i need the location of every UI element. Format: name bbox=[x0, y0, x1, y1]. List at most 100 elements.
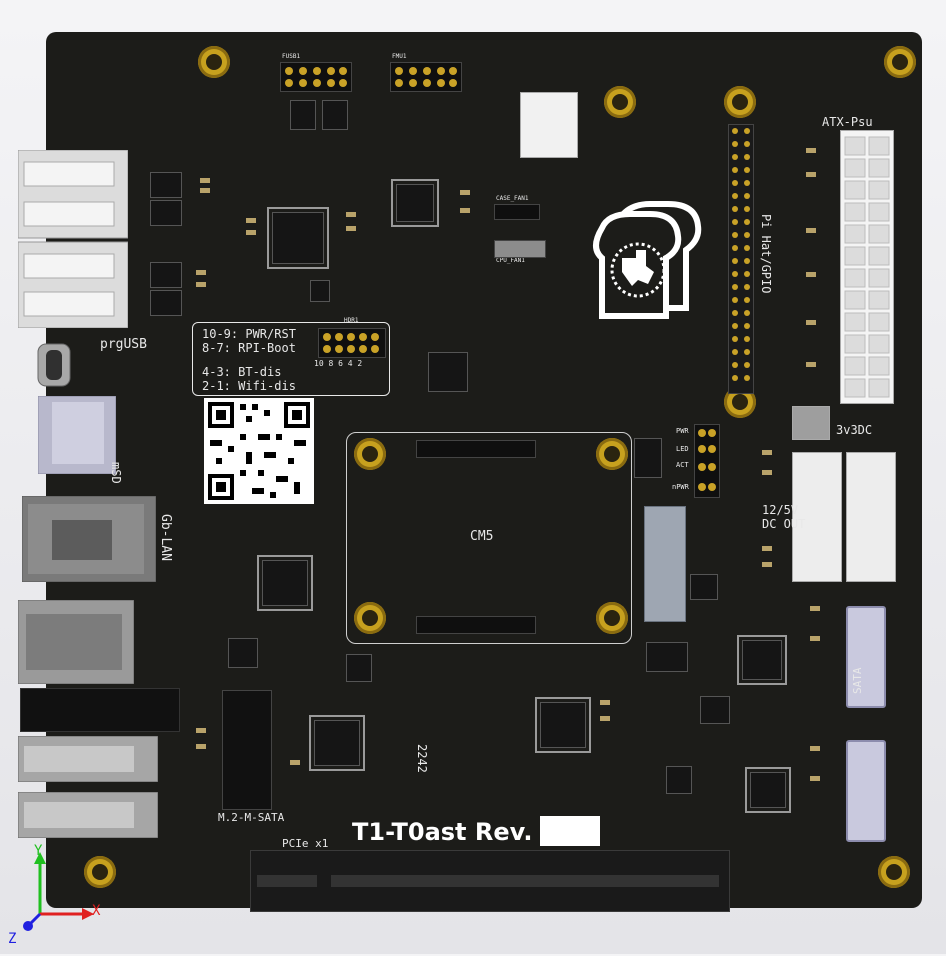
board-revision-label: T1-T0ast Rev. bbox=[352, 818, 533, 846]
mounting-hole bbox=[884, 46, 916, 78]
power-connector[interactable] bbox=[520, 92, 578, 158]
passive-component bbox=[600, 716, 610, 721]
pi-hat-label: Pi Hat/GPIO bbox=[759, 214, 773, 294]
gray-connector[interactable] bbox=[644, 506, 686, 622]
axis-z-label: Z bbox=[8, 931, 17, 947]
sata-label: SATA bbox=[851, 667, 864, 695]
fmu-label: FMU1 bbox=[392, 53, 407, 60]
usb-hub-chip bbox=[150, 262, 182, 288]
led-label-pwr: PWR bbox=[676, 427, 689, 435]
prgusb-label: prgUSB bbox=[100, 337, 147, 352]
qfp-chip bbox=[262, 560, 308, 606]
qfp-chip bbox=[540, 702, 586, 748]
passive-component bbox=[810, 606, 820, 611]
microsd-slot[interactable] bbox=[37, 395, 117, 475]
passive-component bbox=[762, 450, 772, 455]
mounting-hole bbox=[198, 46, 230, 78]
qfp-chip bbox=[742, 640, 782, 680]
usb-hub-chip bbox=[150, 290, 182, 316]
mounting-hole bbox=[84, 856, 116, 888]
dc-out-connector[interactable] bbox=[846, 452, 896, 582]
mounting-hole bbox=[354, 602, 386, 634]
inductor bbox=[428, 352, 468, 392]
qfp-chip bbox=[314, 720, 360, 766]
mounting-hole bbox=[596, 602, 628, 634]
fusb-label: FUSB1 bbox=[282, 53, 301, 60]
m2-sata-label: M.2-M-SATA bbox=[218, 811, 285, 824]
passive-component bbox=[460, 208, 470, 213]
sata-port[interactable] bbox=[846, 606, 886, 708]
axis-y-label: Y bbox=[34, 843, 43, 859]
black-connector[interactable] bbox=[20, 688, 180, 732]
3v3dc-label: 3v3DC bbox=[836, 423, 873, 437]
led-label-led: LED bbox=[676, 445, 689, 453]
pcie-x1-slot[interactable] bbox=[250, 850, 730, 912]
atx-power-connector[interactable] bbox=[840, 130, 894, 404]
led-header bbox=[694, 424, 720, 498]
cm5-connector-bottom bbox=[416, 616, 536, 634]
passive-component bbox=[806, 362, 816, 367]
fusb-header bbox=[280, 62, 352, 92]
dc-out-label-1: 12/5V bbox=[762, 503, 799, 517]
mounting-hole bbox=[354, 438, 386, 470]
qfp-chip bbox=[272, 212, 324, 264]
usb-a-port[interactable] bbox=[17, 791, 159, 839]
passive-component bbox=[246, 218, 256, 223]
gpio-header[interactable] bbox=[728, 124, 754, 394]
passive-component bbox=[810, 746, 820, 751]
inductor bbox=[646, 642, 688, 672]
passive-component bbox=[460, 190, 470, 195]
control-header[interactable] bbox=[318, 328, 386, 358]
revision-blank-box bbox=[540, 816, 600, 846]
ic-chip bbox=[690, 574, 718, 600]
usb-hub-chip bbox=[150, 172, 182, 198]
dc-out-label-2: DC OUT bbox=[762, 517, 806, 531]
dc-out-connector[interactable] bbox=[792, 452, 842, 582]
cm5-outline bbox=[346, 432, 632, 644]
passive-component bbox=[196, 728, 206, 733]
inductor bbox=[228, 638, 258, 668]
3v3-dc-connector[interactable] bbox=[792, 406, 830, 440]
passive-component bbox=[196, 270, 206, 275]
cpu-fan-label: CPU_FAN1 bbox=[496, 257, 525, 264]
note-line-3: 4-3: BT-dis bbox=[202, 365, 282, 379]
passive-component bbox=[810, 776, 820, 781]
usb-a-port[interactable] bbox=[17, 735, 159, 783]
atx-psu-label: ATX-Psu bbox=[822, 115, 873, 129]
case-fan-header[interactable] bbox=[494, 204, 540, 220]
passive-component bbox=[600, 700, 610, 705]
passive-component bbox=[196, 744, 206, 749]
led-label-npwr: nPWR bbox=[672, 483, 689, 491]
toast-logo bbox=[580, 200, 716, 320]
header-note-box bbox=[192, 322, 390, 396]
led-label-act: ACT bbox=[676, 461, 689, 469]
passive-component bbox=[246, 230, 256, 235]
axis-indicator bbox=[6, 842, 116, 952]
passive-component bbox=[806, 172, 816, 177]
sata-port[interactable] bbox=[846, 740, 886, 842]
passive-component bbox=[806, 272, 816, 277]
m2-sata-slot[interactable] bbox=[222, 690, 272, 810]
cpu-fan-header[interactable] bbox=[494, 240, 546, 258]
hdmi-port-stack[interactable] bbox=[17, 599, 135, 685]
hdr1-label: HDR1 bbox=[344, 317, 359, 324]
note-line-4: 2-1: Wifi-dis bbox=[202, 379, 296, 393]
header-pin-numbers: 10 8 6 4 2 bbox=[314, 359, 363, 368]
passive-component bbox=[200, 188, 210, 193]
passive-component bbox=[346, 212, 356, 217]
msd-label: mSD bbox=[109, 462, 123, 484]
cm5-connector-top bbox=[416, 440, 536, 458]
ethernet-port[interactable] bbox=[21, 495, 157, 583]
passive-component bbox=[810, 636, 820, 641]
passive-component bbox=[200, 178, 210, 183]
passive-component bbox=[290, 760, 300, 765]
passive-component bbox=[806, 228, 816, 233]
qfp-chip bbox=[750, 772, 786, 808]
note-line-1: 10-9: PWR/RST bbox=[202, 327, 296, 341]
usb-c-port[interactable] bbox=[36, 342, 72, 388]
qr-code bbox=[204, 398, 314, 504]
ic-chip bbox=[346, 654, 372, 682]
usb-hub-chip bbox=[150, 200, 182, 226]
passive-component bbox=[762, 562, 772, 567]
usb-a-port-stack[interactable] bbox=[17, 149, 129, 329]
